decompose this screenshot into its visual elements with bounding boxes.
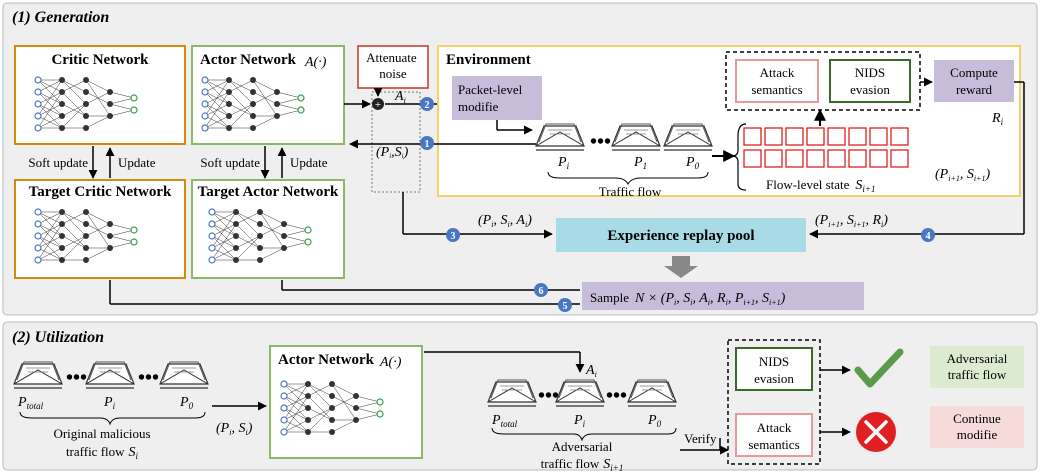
util-attack-semantics-box[interactable] <box>735 413 813 457</box>
environment-title: Environment <box>446 52 531 68</box>
svg-text:(Pi+1, Si+1, Ri): (Pi+1, Si+1, Ri) <box>815 213 888 229</box>
util-actor-network-box[interactable] <box>269 345 423 459</box>
badge-1: 1 <box>420 136 434 150</box>
util-packet-total <box>13 361 63 385</box>
svg-text:2: 2 <box>425 100 430 111</box>
adversarial-flow-label-1: Adversarial <box>552 439 613 454</box>
compute-reward-box[interactable] <box>934 60 1014 102</box>
adv-packet-pi <box>555 379 605 403</box>
replay-pool-label: Experience replay pool <box>607 228 754 244</box>
section-title-generation: (1) Generation <box>12 9 109 26</box>
actor-network-box[interactable] <box>191 45 345 145</box>
packet-icon-p1 <box>611 123 661 147</box>
verify-label: Verify <box>684 431 717 446</box>
adv-packet-total <box>487 379 537 403</box>
svg-text:1: 1 <box>425 139 430 150</box>
svg-text:•••: ••• <box>138 367 159 389</box>
packet-icon-p0 <box>663 123 713 147</box>
svg-text:Pi: Pi <box>573 413 586 429</box>
attenuate-noise-box[interactable] <box>357 45 429 89</box>
sample-box[interactable] <box>582 282 864 310</box>
action-state-dotted-box <box>371 91 421 193</box>
badge-3: 3 <box>446 228 460 242</box>
svg-text:•••: ••• <box>538 385 559 407</box>
util-actor-function: A(·) <box>379 355 402 370</box>
experience-replay-pool[interactable] <box>556 218 806 252</box>
badge-2: 2 <box>420 97 434 111</box>
checkmark-icon <box>854 348 904 388</box>
reject-icon <box>856 412 896 452</box>
adv-packet-p0 <box>627 379 677 403</box>
util-actor-network-title: Actor Network <box>278 352 375 368</box>
svg-text:6: 6 <box>539 286 544 297</box>
util-packet-pi <box>85 361 135 385</box>
sample-arrow <box>664 256 698 278</box>
actor-network-title: Actor Network <box>200 52 297 68</box>
svg-text:•••: ••• <box>66 367 87 389</box>
continue-modify-badge <box>930 406 1024 448</box>
badge-6: 6 <box>534 283 548 297</box>
actor-function: A(·) <box>304 55 327 70</box>
svg-text:Ai: Ai <box>585 363 597 379</box>
svg-text:3: 3 <box>451 231 456 242</box>
util-packet-p0 <box>159 361 209 385</box>
svg-text:+: + <box>375 99 381 111</box>
svg-text:•••: ••• <box>606 385 627 407</box>
util-verification-group <box>727 339 821 465</box>
badge-4: 4 <box>921 228 935 242</box>
target-actor-box[interactable] <box>191 179 345 279</box>
badge-5: 5 <box>558 298 572 312</box>
nids-evasion-box[interactable] <box>829 59 911 103</box>
svg-text:(Pi, Si): (Pi, Si) <box>216 421 253 437</box>
soft-update-label-2: Soft update <box>200 155 260 170</box>
soft-update-label-1: Soft update <box>28 155 88 170</box>
svg-text:•••: ••• <box>590 131 611 153</box>
reward-label: Ri <box>991 111 1004 127</box>
attack-semantics-box[interactable] <box>735 59 819 103</box>
adversarial-traffic-flow-badge <box>930 346 1024 388</box>
action-label: Ai <box>394 89 406 105</box>
target-actor-title: Target Actor Network <box>198 184 339 200</box>
util-nids-evasion-box[interactable] <box>735 347 813 391</box>
svg-text:4: 4 <box>926 231 931 242</box>
attenuate-noise-label: Attenuate noise <box>366 50 420 81</box>
noise-add-icon <box>372 98 384 110</box>
svg-text:5: 5 <box>563 301 568 312</box>
packet-icon-pi <box>535 123 585 147</box>
update-label-2: Update <box>290 155 328 170</box>
packet-level-modify-box[interactable] <box>452 76 542 120</box>
svg-text:Pi: Pi <box>103 395 116 411</box>
update-label-1: Update <box>118 155 156 170</box>
original-flow-label-1: Original malicious <box>53 426 150 441</box>
environment-box <box>437 45 1021 197</box>
svg-text:Pi: Pi <box>557 155 570 171</box>
critic-network-box[interactable] <box>14 45 186 145</box>
traffic-flow-label: Traffic flow <box>599 184 662 199</box>
svg-text:(Pi, Si, Ai): (Pi, Si, Ai) <box>478 213 532 229</box>
target-critic-title: Target Critic Network <box>29 184 172 200</box>
state-label: (Pi,Si) <box>376 145 409 160</box>
critic-network-title: Critic Network <box>51 52 149 68</box>
flow-level-state-grid <box>743 127 909 168</box>
section-title-utilization: (2) Utilization <box>12 329 104 346</box>
